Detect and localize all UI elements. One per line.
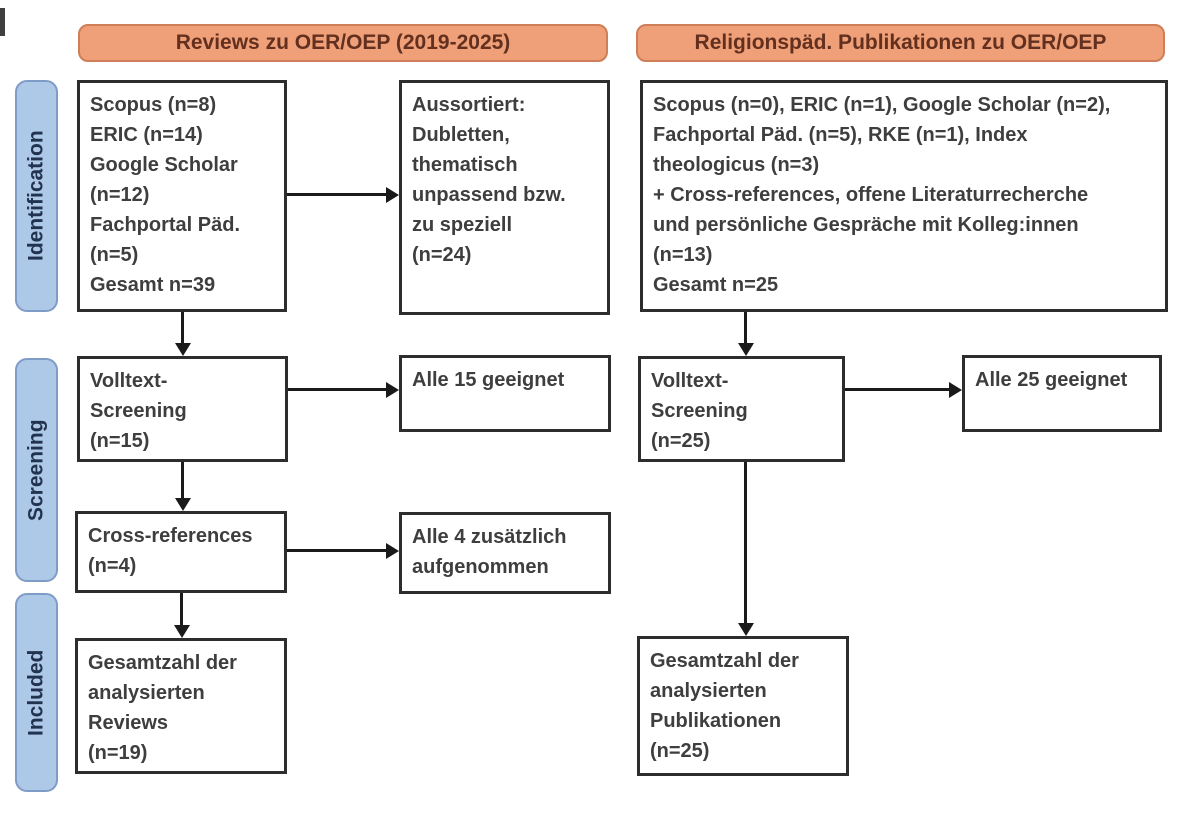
box-right-total-included: Gesamtzahl der analysierten Publikatione… (637, 636, 849, 776)
box-right-eligible: Alle 25 geeignet (962, 355, 1162, 432)
edge-artifact (0, 8, 5, 36)
box-left-added: Alle 4 zusätzlich aufgenommen (399, 512, 611, 594)
box-left-eligible: Alle 15 geeignet (399, 355, 611, 432)
box-left-sources: Scopus (n=8) ERIC (n=14) Google Scholar … (77, 80, 287, 312)
stage-tab-identification: Identification (15, 80, 58, 312)
box-left-excluded: Aussortiert: Dubletten, thematisch unpas… (399, 80, 610, 315)
column-header-reviews: Reviews zu OER/OEP (2019-2025) (78, 24, 608, 62)
box-right-fulltext-screening: Volltext- Screening (n=25) (638, 356, 845, 462)
box-left-total-included: Gesamtzahl der analysierten Reviews (n=1… (75, 638, 287, 774)
column-header-religionspaed: Religionspäd. Publikationen zu OER/OEP (636, 24, 1165, 62)
box-left-fulltext-screening: Volltext- Screening (n=15) (77, 356, 288, 462)
box-right-sources: Scopus (n=0), ERIC (n=1), Google Scholar… (640, 80, 1168, 312)
stage-tab-screening: Screening (15, 358, 58, 582)
box-left-crossreferences: Cross-references (n=4) (75, 511, 287, 593)
stage-tab-included: Included (15, 593, 58, 792)
